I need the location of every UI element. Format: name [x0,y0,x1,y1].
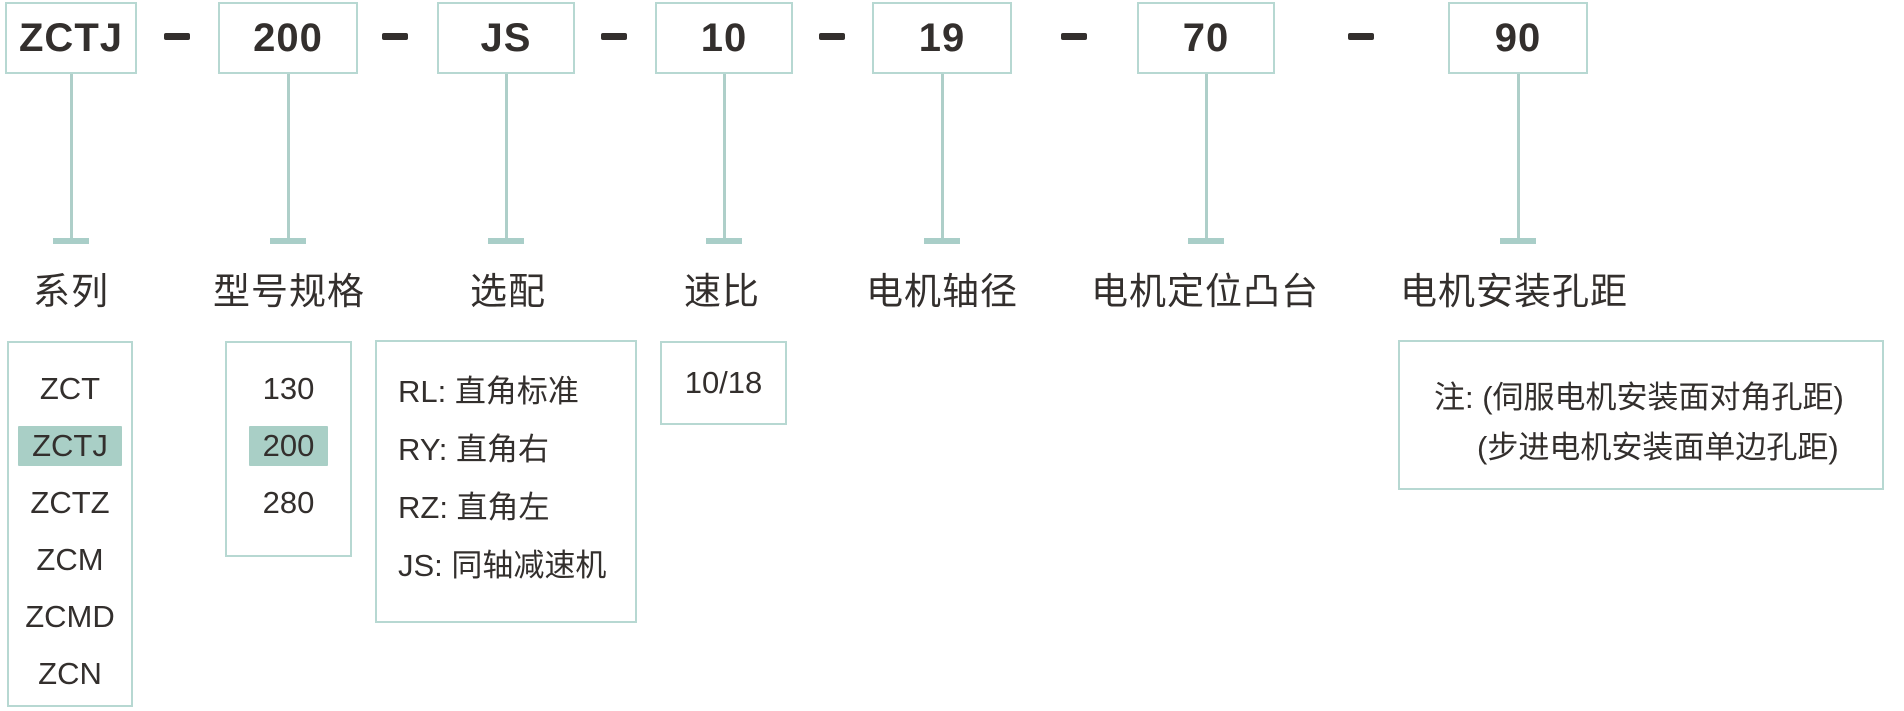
code-segment-series: ZCTJ [5,2,137,74]
dash-separator [1348,33,1374,40]
selected-highlight: 200 [248,426,329,466]
list-item: ZCM [36,542,104,577]
list-item: RY: 直角右 [398,432,550,467]
column-label-pilot-boss: 电机定位凸台 [1091,271,1319,312]
column-label-size: 型号规格 [213,271,365,312]
code-segment-size: 200 [218,2,358,74]
code-segment-option: JS [437,2,575,74]
list-item: JS: 同轴减速机 [398,548,607,583]
list-item: ZCMD [25,599,115,634]
list-item: 130 [262,371,315,406]
connector-cap-hole-distance [1500,238,1536,244]
connector-line-hole-distance [1517,74,1520,238]
column-label-ratio: 速比 [684,271,760,312]
dash-separator [164,33,190,40]
list-item: ZCT [39,371,101,406]
connector-line-ratio [723,74,726,238]
dash-separator [819,33,845,40]
column-label-shaft-diameter: 电机轴径 [866,271,1018,312]
selected-highlight: ZCTJ [18,426,122,466]
column-label-hole-distance: 电机安装孔距 [1400,271,1628,312]
code-segment-shaft-diameter: 19 [872,2,1012,74]
connector-line-option [505,74,508,238]
size-options-box: 130 200 280 [225,341,352,557]
dash-separator [1061,33,1087,40]
list-item: 10/18 [684,365,763,400]
column-label-option: 选配 [470,271,546,312]
connector-cap-pilot-boss [1188,238,1224,244]
list-item-selected: 200 [227,417,350,474]
note-line: 注: (伺服电机安装面对角孔距) [1434,380,1844,415]
connector-cap-shaft-diameter [924,238,960,244]
note-line: (步进电机安装面单边孔距) [1477,430,1839,465]
list-item: RL: 直角标准 [398,374,579,409]
list-item: ZCN [38,656,102,691]
connector-cap-series [53,238,89,244]
connector-line-shaft-diameter [941,74,944,238]
code-segment-ratio: 10 [655,2,793,74]
connector-line-pilot-boss [1205,74,1208,238]
dash-separator [382,33,408,40]
connector-cap-size [270,238,306,244]
column-label-series: 系列 [33,271,109,312]
hole-distance-note-box: 注: (伺服电机安装面对角孔距) (步进电机安装面单边孔距) [1398,340,1884,490]
series-options-box: ZCT ZCTJ ZCTZ ZCM ZCMD ZCN [7,341,133,707]
code-segment-pilot-boss: 70 [1137,2,1275,74]
list-item: RZ: 直角左 [398,490,550,525]
list-item: ZCTZ [30,485,110,520]
connector-cap-ratio [706,238,742,244]
connector-cap-option [488,238,524,244]
option-codes-box: RL: 直角标准 RY: 直角右 RZ: 直角左 JS: 同轴减速机 [375,340,637,623]
list-item: 280 [262,485,315,520]
list-item-selected: ZCTJ [9,417,131,474]
code-segment-hole-distance: 90 [1448,2,1588,74]
dash-separator [601,33,627,40]
ratio-options-box: 10/18 [660,341,787,425]
connector-line-series [70,74,73,238]
connector-line-size [287,74,290,238]
